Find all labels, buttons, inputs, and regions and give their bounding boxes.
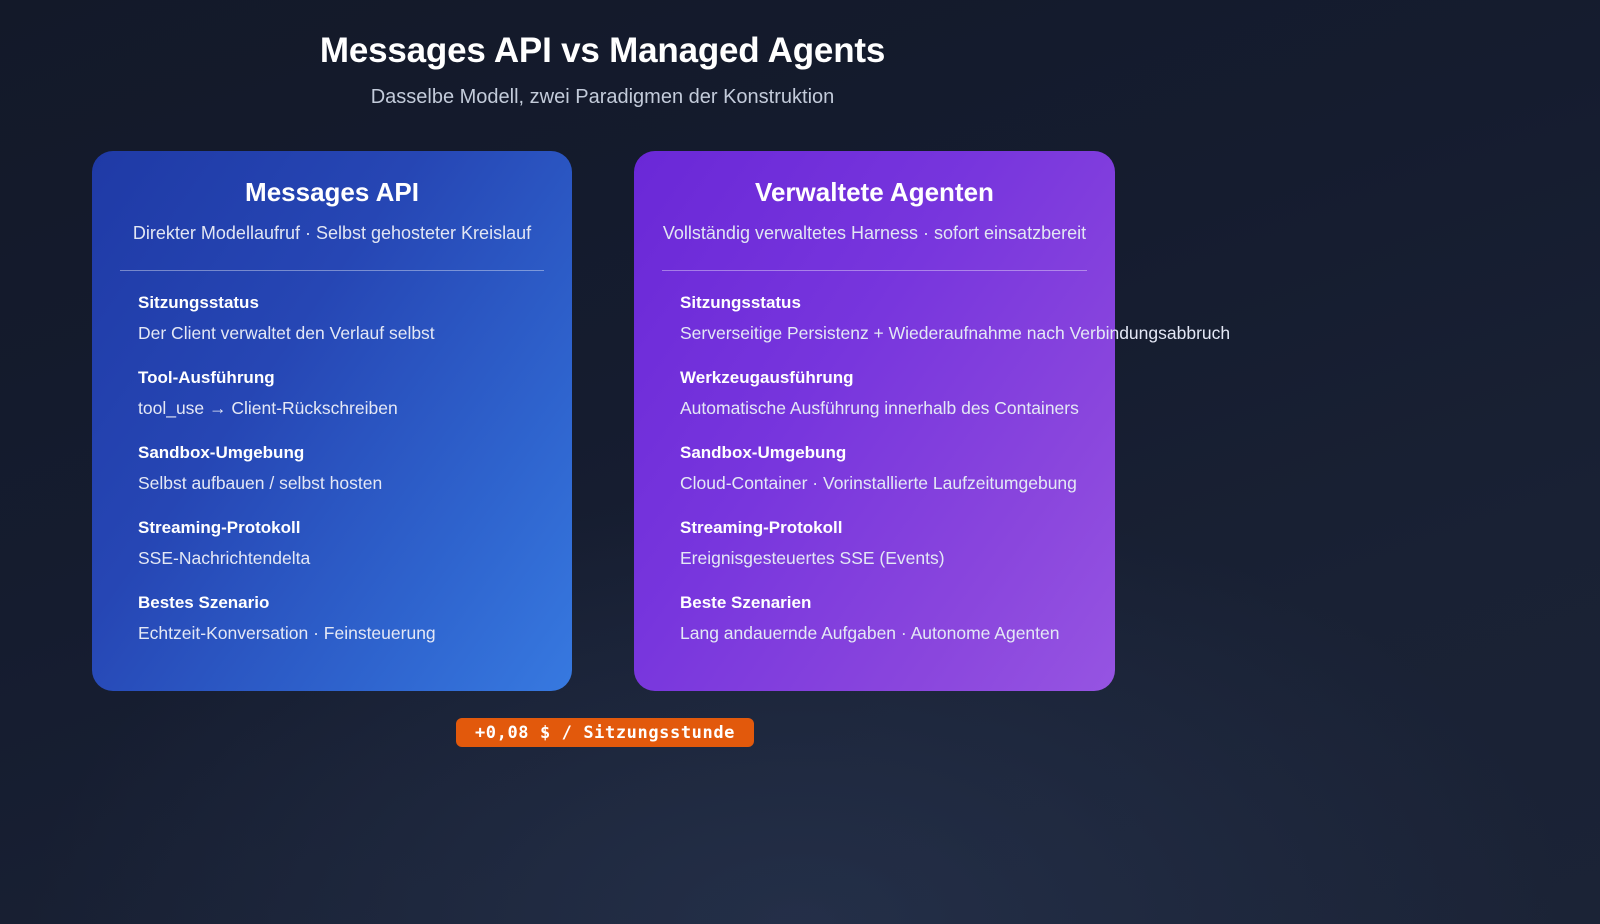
feature-row: Sandbox-Umgebung Selbst aufbauen / selbs… — [138, 442, 544, 495]
feature-value: Serverseitige Persistenz + Wiederaufnahm… — [680, 322, 1231, 343]
feature-label: Sandbox-Umgebung — [680, 442, 847, 462]
page-title: Messages API vs Managed Agents — [319, 31, 886, 70]
feature-list-messages-api: Sitzungsstatus Der Client verwaltet den … — [120, 292, 544, 646]
feature-label: Tool-Ausführung — [138, 367, 275, 387]
feature-row: Beste Szenarien Lang andauernde Aufgaben… — [680, 592, 1087, 645]
feature-label: Bestes Szenario — [138, 593, 270, 613]
price-badge: +0,08 $ / Sitzungsstunde — [456, 718, 754, 747]
feature-value: Der Client verwaltet den Verlauf selbst — [138, 322, 435, 343]
feature-label: Sitzungsstatus — [138, 292, 259, 312]
feature-value: Echtzeit-Konversation · Feinsteuerung — [138, 623, 436, 644]
feature-value: tool_use → Client-Rückschreiben — [138, 398, 398, 419]
feature-list-managed-agents: Sitzungsstatus Serverseitige Persistenz … — [662, 292, 1231, 646]
feature-row: Bestes Szenario Echtzeit-Konversation · … — [138, 592, 544, 645]
feature-value: Selbst aufbauen / selbst hosten — [138, 473, 383, 494]
feature-value: Automatische Ausführung innerhalb des Co… — [680, 398, 1079, 419]
card-title-managed-agents: Verwaltete Agenten — [755, 177, 994, 207]
feature-row: Streaming-Protokoll SSE-Nachrichtendelta — [138, 517, 544, 570]
feature-row: Sitzungsstatus Serverseitige Persistenz … — [680, 292, 1231, 345]
feature-label: Streaming-Protokoll — [138, 518, 301, 538]
feature-value: Lang andauernde Aufgaben · Autonome Agen… — [680, 623, 1060, 644]
card-divider-messages-api — [120, 269, 544, 271]
feature-row: Sandbox-Umgebung Cloud-Container · Vorin… — [680, 442, 1087, 495]
card-managed-agents: Verwaltete Agenten Vollständig verwaltet… — [634, 151, 1231, 691]
feature-label: Werkzeugausführung — [680, 367, 854, 387]
feature-row: Sitzungsstatus Der Client verwaltet den … — [138, 292, 544, 345]
feature-label: Beste Szenarien — [680, 593, 812, 613]
card-tagline-messages-api: Direkter Modellaufruf · Selbst gehostete… — [132, 223, 532, 244]
feature-label: Sitzungsstatus — [680, 292, 801, 312]
card-tagline-managed-agents: Vollständig verwaltetes Harness · sofort… — [662, 223, 1087, 244]
feature-value: Ereignisgesteuertes SSE (Events) — [680, 548, 945, 569]
feature-value: SSE-Nachrichtendelta — [138, 548, 311, 569]
slide-header: Messages API vs Managed Agents Dasselbe … — [0, 30, 1205, 110]
feature-row: Werkzeugausführung Automatische Ausführu… — [680, 367, 1087, 420]
feature-row: Streaming-Protokoll Ereignisgesteuertes … — [680, 517, 1087, 570]
card-divider-managed-agents — [662, 269, 1087, 271]
feature-label: Streaming-Protokoll — [680, 518, 843, 538]
page-subtitle: Dasselbe Modell, zwei Paradigmen der Kon… — [370, 86, 835, 108]
feature-label: Sandbox-Umgebung — [138, 442, 305, 462]
card-title-messages-api: Messages API — [245, 177, 419, 207]
feature-row: Tool-Ausführung tool_use → Client-Rücksc… — [138, 367, 544, 420]
feature-value: Cloud-Container · Vorinstallierte Laufze… — [680, 473, 1077, 494]
card-messages-api: Messages API Direkter Modellaufruf · Sel… — [92, 151, 572, 691]
